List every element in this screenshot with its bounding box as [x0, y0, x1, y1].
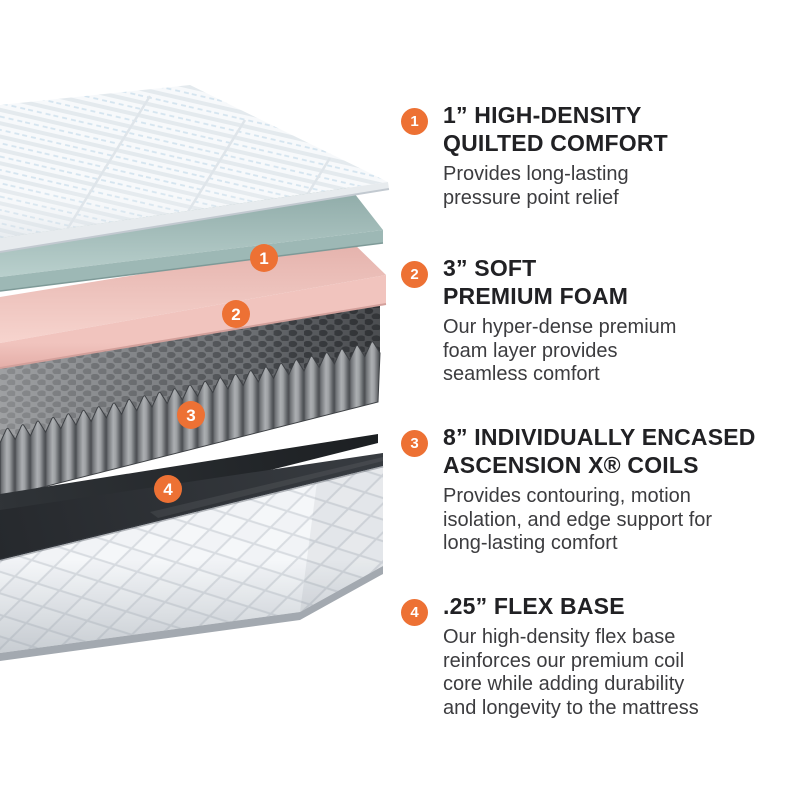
feature-section-2: 2 3” SOFT PREMIUM FOAM Our hyper-dense p…: [401, 254, 796, 387]
diagram-marker-2: 2: [222, 300, 250, 328]
diagram-marker-4: 4: [154, 475, 182, 503]
feature-title-2: 3” SOFT PREMIUM FOAM: [443, 254, 796, 310]
feature-description-line: Provides contouring, motion: [443, 485, 691, 507]
feature-description-3: Provides contouring, motion isolation, a…: [443, 485, 796, 556]
feature-title-1-line-2: QUILTED COMFORT: [443, 130, 668, 156]
layer-premium-foam: [0, 240, 387, 369]
feature-description-line: foam layer provides: [443, 339, 618, 362]
feature-title-3: 8” INDIVIDUALLY ENCASED ASCENSION X® COI…: [443, 423, 796, 479]
feature-section-3: 3 8” INDIVIDUALLY ENCASED ASCENSION X® C…: [401, 423, 796, 556]
feature-title-4: .25” FLEX BASE: [443, 592, 796, 620]
feature-description-line: Our high-density flex base: [443, 626, 676, 648]
feature-title-4-line-1: .25” FLEX BASE: [443, 593, 625, 619]
feature-description-line: long-lasting comfort: [443, 532, 618, 554]
mattress-exploded-view-illustration: 1 2 3 4: [0, 85, 390, 661]
feature-description-line: core while adding durability: [443, 673, 685, 695]
diagram-marker-4-number: 4: [163, 480, 173, 499]
diagram-marker-1-number: 1: [259, 249, 268, 268]
feature-description-4: Our high-density flex base reinforces ou…: [443, 626, 796, 720]
feature-number-badge-4: 4: [401, 599, 428, 626]
feature-description-line: and longevity to the mattress: [443, 696, 699, 719]
feature-section-1: 1 1” HIGH-DENSITY QUILTED COMFORT Provid…: [401, 101, 796, 210]
feature-section-4: 4 .25” FLEX BASE Our high-density flex b…: [401, 592, 796, 720]
feature-description-line: isolation, and edge support for: [443, 508, 713, 531]
feature-description-line: seamless comfort: [443, 363, 600, 385]
feature-description-line: pressure point relief: [443, 186, 619, 209]
feature-number-badge-1: 1: [401, 108, 428, 135]
feature-title-3-line-1: 8” INDIVIDUALLY ENCASED: [443, 424, 756, 450]
feature-title-2-line-2: PREMIUM FOAM: [443, 283, 629, 309]
diagram-marker-1: 1: [250, 244, 278, 272]
feature-number-badge-2: 2: [401, 261, 428, 288]
feature-description-line: reinforces our premium coil: [443, 649, 685, 672]
feature-number-badge-3: 3: [401, 430, 428, 457]
diagram-marker-3-number: 3: [186, 406, 195, 425]
feature-description-line: Our hyper-dense premium: [443, 316, 677, 338]
feature-description-1: Provides long-lasting pressure point rel…: [443, 163, 796, 210]
diagram-marker-2-number: 2: [231, 305, 240, 324]
feature-description-2: Our hyper-dense premium foam layer provi…: [443, 316, 796, 387]
feature-title-1-line-1: 1” HIGH-DENSITY: [443, 102, 642, 128]
layer-quilted-comfort-top: [0, 85, 390, 253]
feature-title-1: 1” HIGH-DENSITY QUILTED COMFORT: [443, 101, 796, 157]
layer-quilted-base-cover: [0, 453, 384, 661]
diagram-marker-3: 3: [177, 401, 205, 429]
feature-description-line: Provides long-lasting: [443, 163, 629, 185]
feature-title-2-line-1: 3” SOFT: [443, 255, 537, 281]
feature-title-3-line-2: ASCENSION X® COILS: [443, 452, 699, 478]
